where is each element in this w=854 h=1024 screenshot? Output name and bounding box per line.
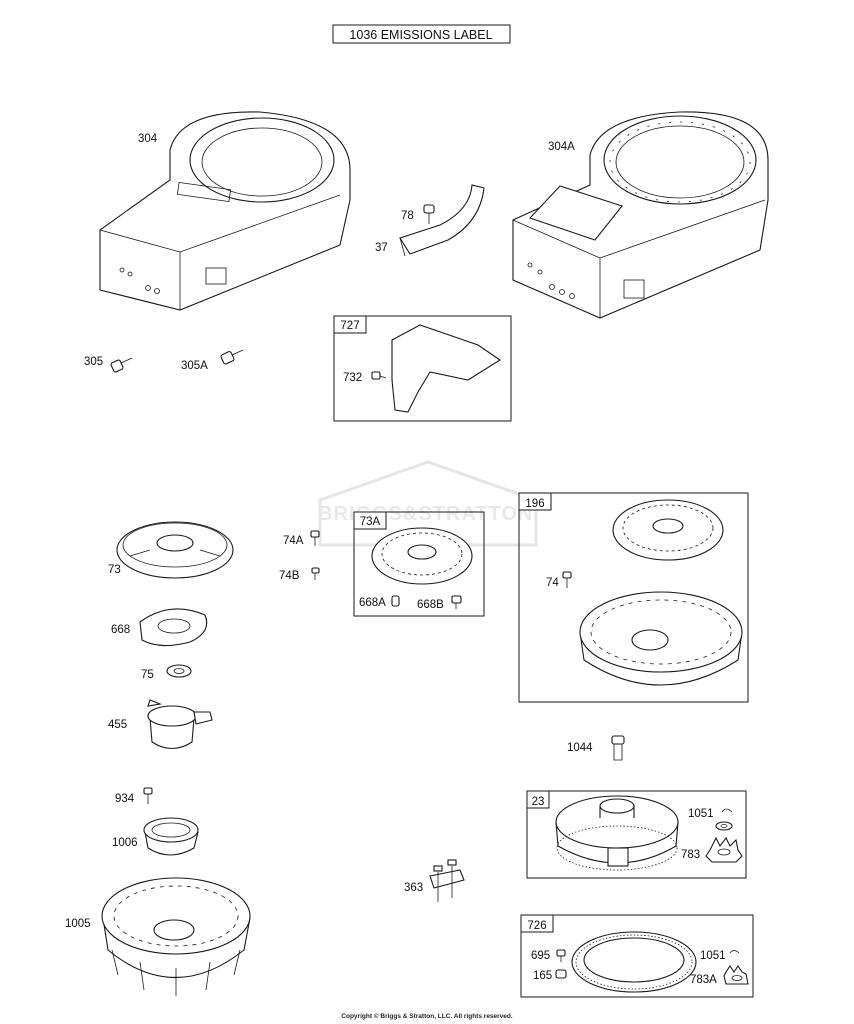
group-727-label: 727 <box>340 320 359 332</box>
callout-1051-a: 1051 <box>688 808 714 820</box>
part-668B-screw[interactable] <box>451 595 462 609</box>
callout-labels: 304 304A 78 37 305 305A 732 73 74A 74B 6… <box>65 133 726 986</box>
part-1051-washer[interactable] <box>715 821 733 831</box>
part-304-blower-housing[interactable] <box>99 111 351 311</box>
part-196-fan[interactable] <box>579 591 743 686</box>
group-196: 196 <box>518 492 749 703</box>
callout-165: 165 <box>533 970 552 982</box>
part-934-screw[interactable] <box>143 787 153 804</box>
part-455-cup[interactable] <box>147 699 213 750</box>
part-727-baffle[interactable] <box>391 324 502 413</box>
group-726: 726 <box>520 914 754 998</box>
callout-74B: 74B <box>279 570 300 582</box>
callout-1051-b: 1051 <box>700 950 726 962</box>
emissions-label-text: 1036 EMISSIONS LABEL <box>349 28 492 42</box>
callout-75: 75 <box>141 669 154 681</box>
part-23-flywheel[interactable] <box>555 795 679 871</box>
part-668-plate[interactable] <box>139 608 208 647</box>
callout-783A: 783A <box>690 974 717 986</box>
callout-455: 455 <box>108 719 127 731</box>
callout-305: 305 <box>84 356 103 368</box>
part-695-screw[interactable] <box>556 949 566 962</box>
part-1006-retainer[interactable] <box>143 817 199 856</box>
part-305A-screw[interactable] <box>220 349 244 365</box>
part-304A-blower-housing[interactable] <box>512 111 769 319</box>
part-783A-starter-gear[interactable] <box>723 965 749 985</box>
group-726-label: 726 <box>527 920 546 932</box>
part-1044-bolt[interactable] <box>611 735 625 761</box>
callout-668: 668 <box>111 624 130 636</box>
group-73A-label: 73A <box>360 516 381 528</box>
callout-304: 304 <box>138 133 158 145</box>
callout-1006: 1006 <box>112 837 138 849</box>
callout-1005: 1005 <box>65 918 91 930</box>
part-305-screw[interactable] <box>110 357 133 373</box>
part-74B-screw[interactable] <box>311 567 320 580</box>
callout-74: 74 <box>546 577 559 589</box>
part-726-ring-gear[interactable] <box>571 931 697 993</box>
part-37-air-guide[interactable] <box>399 184 485 257</box>
callout-78: 78 <box>401 210 414 222</box>
callout-304A: 304A <box>548 141 575 153</box>
part-1051-key-a[interactable] <box>721 808 733 813</box>
part-732-screw[interactable] <box>371 371 387 380</box>
group-23: 23 <box>526 790 747 879</box>
copyright-notice: Copyright © Briggs & Stratton, LLC. All … <box>341 1013 513 1020</box>
callout-37: 37 <box>375 242 388 254</box>
part-73-rotating-screen[interactable] <box>116 521 234 579</box>
group-727: 727 <box>333 315 512 422</box>
part-1005-fan[interactable] <box>101 877 251 996</box>
callout-363: 363 <box>404 882 423 894</box>
part-73A-screen[interactable] <box>371 527 473 585</box>
callout-668B: 668B <box>417 599 444 611</box>
emissions-label-header: 1036 EMISSIONS LABEL <box>332 24 511 44</box>
part-74A-screw[interactable] <box>310 530 320 546</box>
part-1051-key-b[interactable] <box>729 950 740 954</box>
watermark-text: BRIGGS&STRATTON <box>318 503 533 525</box>
part-783-starter-gear[interactable] <box>705 836 743 863</box>
callout-74A: 74A <box>283 535 304 547</box>
callout-695: 695 <box>531 950 550 962</box>
callout-934: 934 <box>115 793 135 805</box>
group-23-label: 23 <box>532 796 545 808</box>
part-196-screen[interactable] <box>612 499 724 561</box>
part-74-screw[interactable] <box>562 571 572 588</box>
part-668A-spacer[interactable] <box>391 595 400 607</box>
group-73A: 73A <box>353 511 485 617</box>
callout-73: 73 <box>108 564 121 576</box>
part-165-nut[interactable] <box>555 969 567 979</box>
callout-1044: 1044 <box>567 742 593 754</box>
part-78-screw[interactable] <box>423 204 435 224</box>
callout-783: 783 <box>681 849 700 861</box>
group-196-label: 196 <box>525 498 544 510</box>
callout-305A: 305A <box>181 360 208 372</box>
part-363-bracket[interactable] <box>429 859 465 902</box>
callout-732: 732 <box>343 372 362 384</box>
part-75-washer[interactable] <box>166 664 192 678</box>
callout-668A: 668A <box>359 597 386 609</box>
